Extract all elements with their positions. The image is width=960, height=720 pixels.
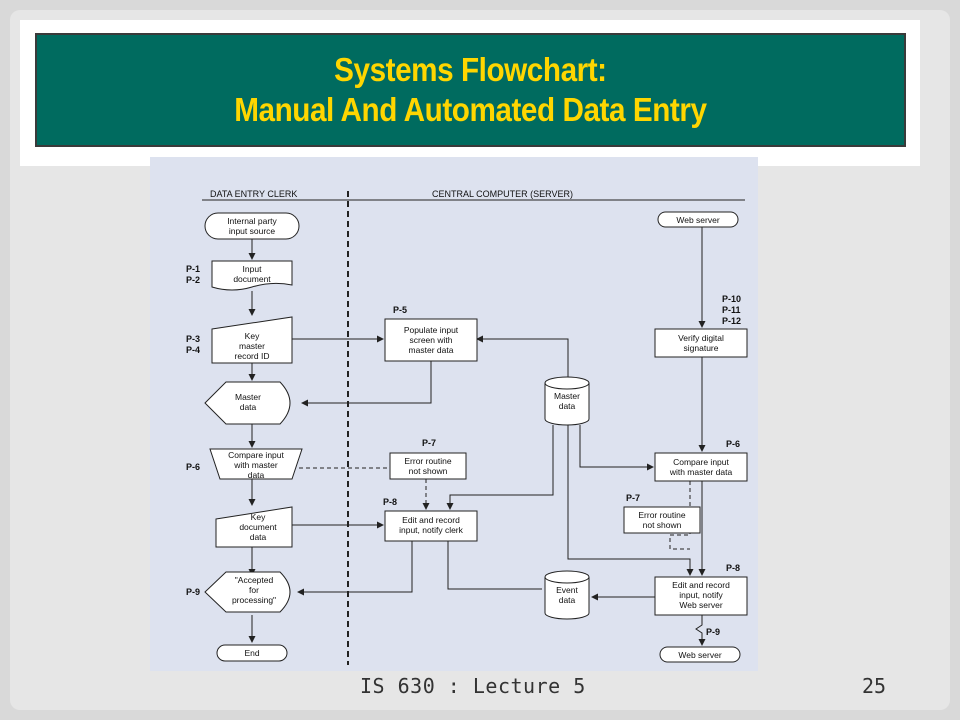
node-key-master-record: Key master record ID	[211, 316, 293, 364]
svg-text:document: document	[233, 274, 271, 284]
svg-text:Populate input: Populate input	[404, 325, 459, 335]
svg-text:for: for	[249, 585, 259, 595]
node-event-data-db: Event data	[544, 570, 590, 620]
svg-text:Edit and record: Edit and record	[672, 580, 730, 590]
node-accepted-display: "Accepted for processing"	[204, 571, 291, 613]
label-p5: P-5	[393, 305, 407, 315]
label-p9-right: P-9	[706, 627, 720, 637]
label-p6-right: P-6	[726, 439, 740, 449]
label-p6-left: P-6	[186, 462, 200, 472]
node-error-routine-right: Error routine not shown	[623, 506, 701, 534]
label-p8-right: P-8	[726, 563, 740, 573]
footer-page-number: 25	[862, 674, 887, 698]
svg-text:Web server: Web server	[679, 600, 722, 610]
node-master-data-display: Master data	[204, 381, 291, 425]
label-p8-left: P-8	[383, 497, 397, 507]
label-p3: P-3	[186, 334, 200, 344]
svg-text:Web server: Web server	[678, 650, 721, 660]
svg-text:Master: Master	[554, 391, 580, 401]
node-input-document: Input document	[211, 260, 293, 291]
svg-text:Compare input: Compare input	[673, 457, 729, 467]
svg-text:input source: input source	[229, 226, 276, 236]
svg-text:End: End	[244, 648, 259, 658]
node-verify-signature: Verify digital signature	[654, 328, 748, 358]
svg-text:Edit and record: Edit and record	[402, 515, 460, 525]
node-compare-input-left: Compare input with master data	[209, 448, 303, 480]
svg-text:with master: with master	[233, 460, 278, 470]
node-web-server-top: Web server	[657, 211, 739, 228]
lane-header-server: CENTRAL COMPUTER (SERVER)	[432, 189, 573, 199]
label-p1: P-1	[186, 264, 200, 274]
svg-text:record ID: record ID	[235, 351, 270, 361]
svg-text:Web server: Web server	[676, 215, 719, 225]
node-internal-party: Internal party input source	[204, 212, 300, 240]
node-error-routine-left: Error routine not shown	[389, 452, 467, 480]
svg-text:not shown: not shown	[643, 520, 682, 530]
svg-text:Error routine: Error routine	[638, 510, 686, 520]
label-p9-left: P-9	[186, 587, 200, 597]
title-box: Systems Flowchart: Manual And Automated …	[35, 33, 906, 147]
svg-text:input, notify: input, notify	[679, 590, 723, 600]
node-end: End	[216, 644, 288, 662]
node-master-data-db: Master data	[544, 376, 590, 426]
title-line-1: Systems Flowchart:	[334, 51, 607, 88]
label-p10: P-10	[722, 294, 741, 304]
svg-text:Compare input: Compare input	[228, 450, 284, 460]
label-p11: P-11	[722, 305, 741, 315]
svg-text:data: data	[559, 595, 576, 605]
title-frame: Systems Flowchart: Manual And Automated …	[20, 20, 920, 166]
svg-text:Event: Event	[556, 585, 578, 595]
node-compare-input-right: Compare input with master data	[654, 452, 748, 482]
svg-text:Internal party: Internal party	[227, 216, 277, 226]
node-edit-record-left: Edit and record input, notify clerk	[384, 510, 478, 542]
label-p7-left: P-7	[422, 438, 436, 448]
connectors	[248, 227, 706, 646]
svg-text:data: data	[240, 402, 257, 412]
svg-text:screen with: screen with	[410, 335, 453, 345]
node-key-document-data: Key document data	[215, 506, 293, 548]
svg-text:data: data	[248, 470, 265, 480]
svg-text:"Accepted: "Accepted	[235, 575, 274, 585]
title-line-2: Manual And Automated Data Entry	[234, 91, 707, 128]
svg-text:with master data: with master data	[669, 467, 733, 477]
svg-text:data: data	[559, 401, 576, 411]
svg-text:master: master	[239, 341, 265, 351]
svg-text:Error routine: Error routine	[404, 456, 452, 466]
svg-text:Key: Key	[251, 512, 266, 522]
footer-course: IS 630 : Lecture 5	[360, 674, 586, 698]
node-edit-record-right: Edit and record input, notify Web server	[654, 576, 748, 616]
lane-header-clerk: DATA ENTRY CLERK	[210, 189, 297, 199]
node-web-server-bottom: Web server	[659, 646, 741, 663]
svg-text:Input: Input	[243, 264, 263, 274]
svg-text:Master: Master	[235, 392, 261, 402]
svg-text:document: document	[239, 522, 277, 532]
svg-text:master data: master data	[409, 345, 454, 355]
svg-text:data: data	[250, 532, 267, 542]
svg-text:input, notify clerk: input, notify clerk	[399, 525, 464, 535]
systems-flowchart: DATA ENTRY CLERK CENTRAL COMPUTER (SERVE…	[150, 157, 758, 671]
svg-text:processing": processing"	[232, 595, 276, 605]
label-p12: P-12	[722, 316, 741, 326]
svg-text:Verify digital: Verify digital	[678, 333, 724, 343]
svg-text:not shown: not shown	[409, 466, 448, 476]
node-populate-input: Populate input screen with master data	[384, 318, 478, 362]
svg-text:signature: signature	[684, 343, 719, 353]
label-p2: P-2	[186, 275, 200, 285]
label-p7-right: P-7	[626, 493, 640, 503]
svg-text:Key: Key	[245, 331, 260, 341]
label-p4: P-4	[186, 345, 200, 355]
